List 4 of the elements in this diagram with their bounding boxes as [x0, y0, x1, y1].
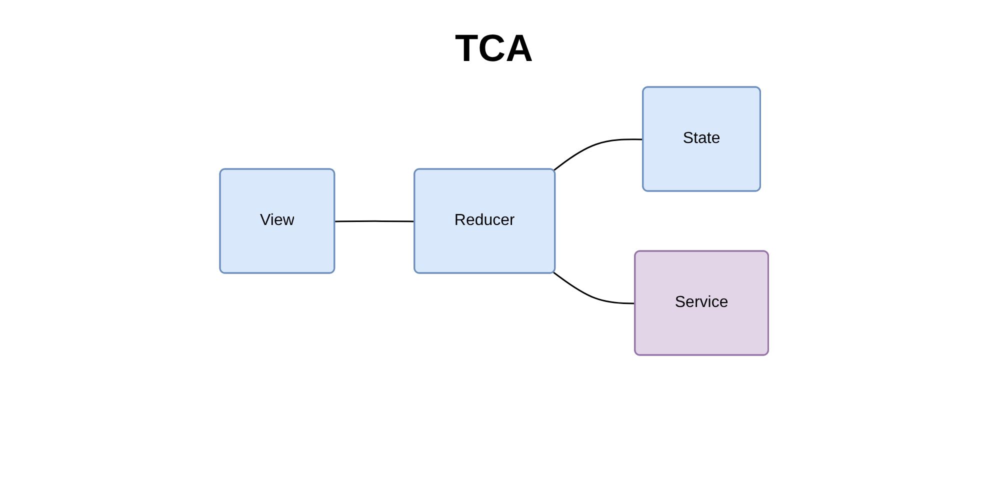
connector	[552, 138, 644, 172]
connector	[552, 272, 636, 304]
diagram-title: TCA	[454, 28, 534, 71]
connector	[334, 220, 415, 222]
